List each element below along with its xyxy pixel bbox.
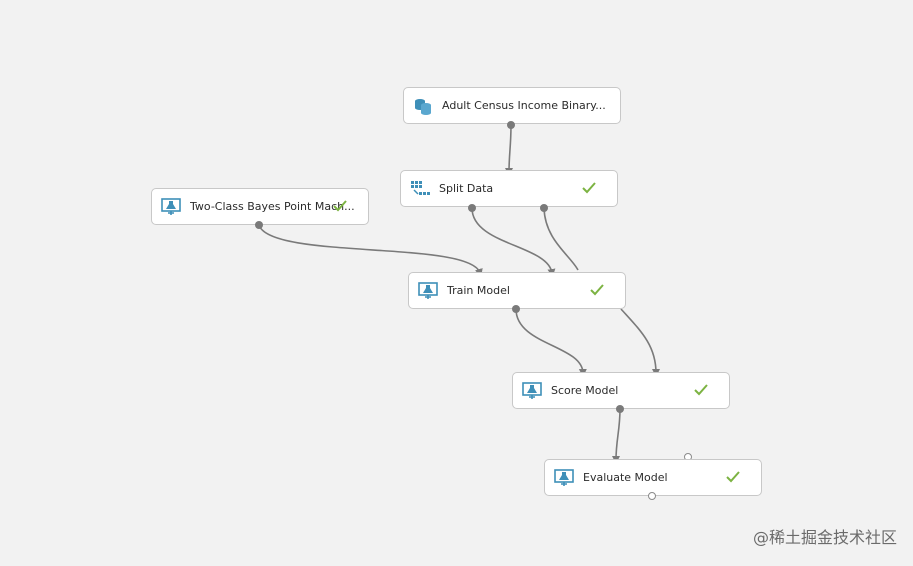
model-icon — [521, 380, 543, 402]
module-evaluate-model[interactable]: Evaluate Model — [544, 459, 762, 496]
model-icon — [553, 467, 575, 489]
check-icon — [590, 284, 604, 296]
module-label: Two-Class Bayes Point Mach... — [190, 200, 355, 213]
edge-split-to-score — [543, 207, 579, 271]
edge-train-to-score — [515, 308, 587, 377]
output-port-open[interactable] — [648, 492, 656, 500]
edge-score-to-evaluate — [612, 408, 621, 464]
module-train-model[interactable]: Train Model — [408, 272, 626, 309]
module-label: Adult Census Income Binary... — [442, 99, 606, 112]
module-label: Evaluate Model — [583, 471, 668, 484]
split-data-icon — [409, 178, 431, 200]
module-label: Split Data — [439, 182, 494, 195]
module-adult-census[interactable]: Adult Census Income Binary... — [403, 87, 621, 124]
output-port-left[interactable] — [468, 204, 476, 212]
module-split-data[interactable]: Split Data — [400, 170, 618, 207]
edge-split-to-score-cont — [620, 308, 660, 377]
check-icon — [694, 384, 708, 396]
output-port[interactable] — [255, 221, 263, 229]
output-port-right[interactable] — [540, 204, 548, 212]
model-icon — [417, 280, 439, 302]
dataset-icon — [412, 95, 434, 117]
edge-adult-to-split — [505, 124, 514, 176]
module-two-class-bayes[interactable]: Two-Class Bayes Point Mach... — [151, 188, 369, 225]
output-port[interactable] — [616, 405, 624, 413]
model-icon — [160, 196, 182, 218]
module-label: Train Model — [447, 284, 510, 297]
edge-bayes-to-train — [258, 224, 483, 277]
module-score-model[interactable]: Score Model — [512, 372, 730, 409]
check-icon — [333, 200, 347, 212]
output-port[interactable] — [507, 121, 515, 129]
check-icon — [726, 471, 740, 483]
module-label: Score Model — [551, 384, 619, 397]
watermark: @稀土掘金技术社区 — [752, 528, 897, 547]
edge-split-to-train — [471, 207, 556, 277]
check-icon — [582, 182, 596, 194]
output-port[interactable] — [512, 305, 520, 313]
